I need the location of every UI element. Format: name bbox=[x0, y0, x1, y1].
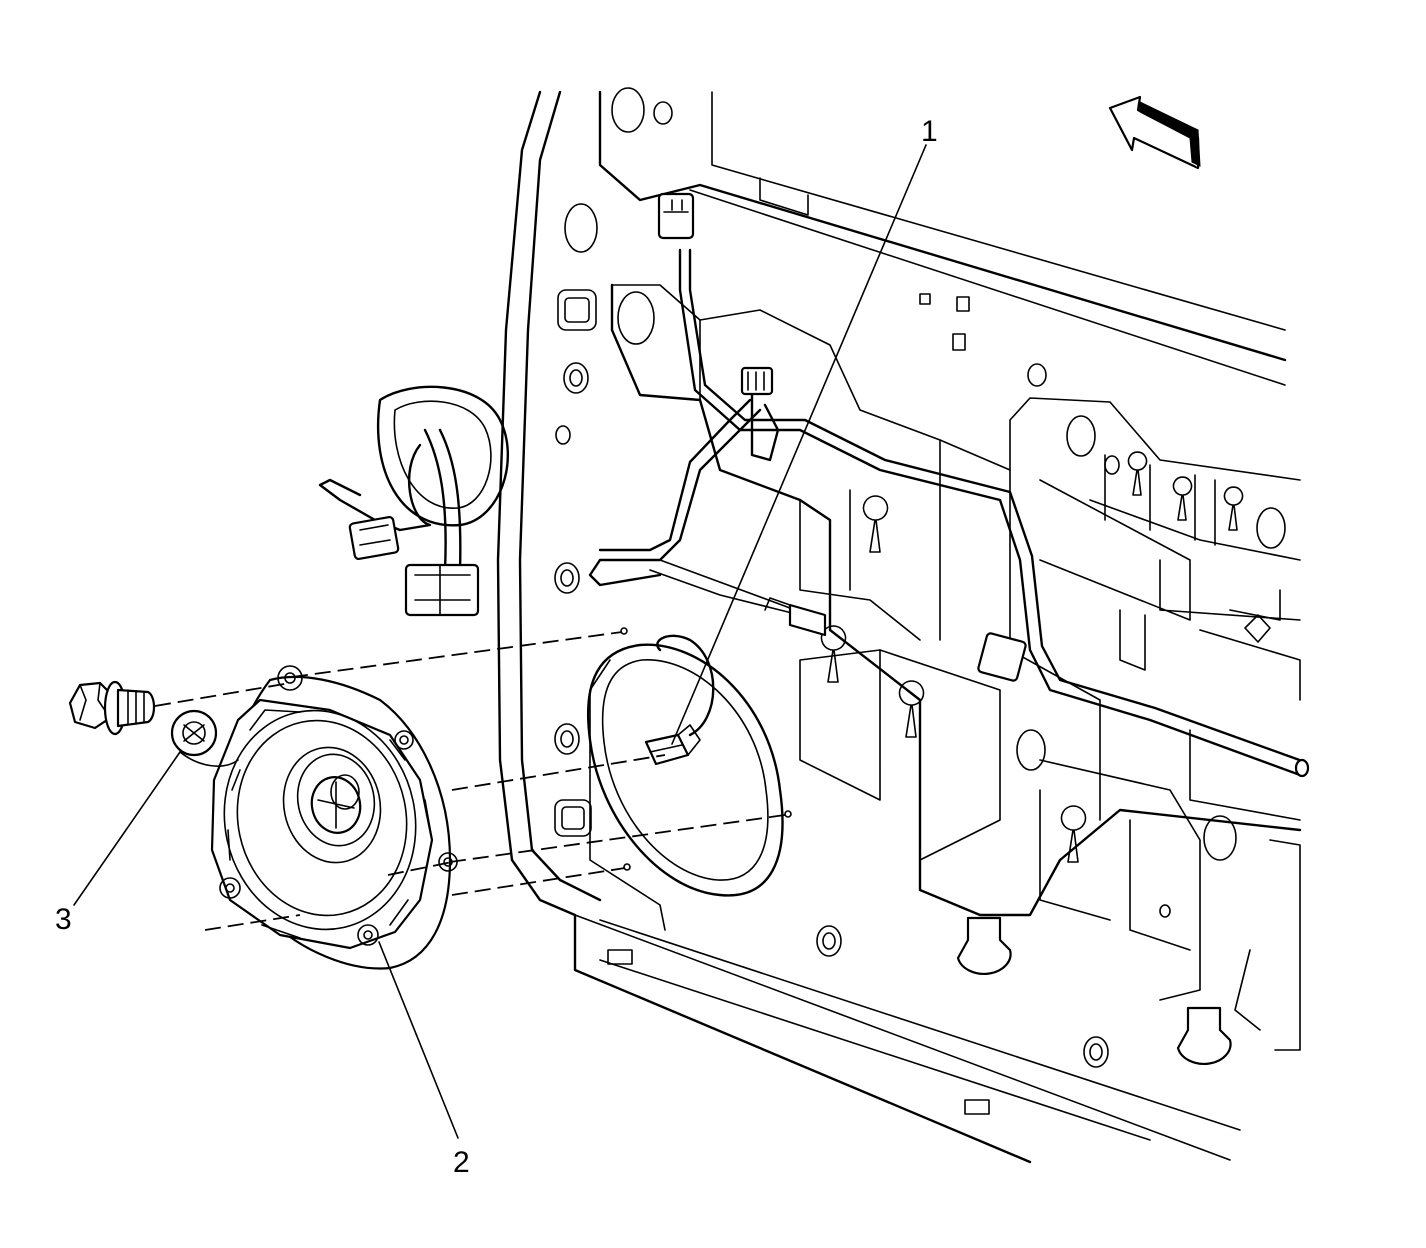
panel-holes bbox=[554, 87, 1286, 1115]
leader-line-3 bbox=[73, 751, 181, 906]
alignment-lines bbox=[154, 627, 792, 931]
leader-line-1 bbox=[671, 144, 927, 745]
leader-line-2 bbox=[378, 941, 459, 1139]
door-wiring-harness bbox=[588, 192, 1310, 778]
speaker-pivot-retainer bbox=[170, 709, 239, 767]
harness-connector-top bbox=[657, 192, 695, 240]
loose-harness-connector-large bbox=[404, 563, 480, 617]
drain-plugs bbox=[956, 916, 1232, 1065]
loose-harness-grommet bbox=[318, 385, 509, 617]
door-inner-panel bbox=[496, 87, 1310, 1164]
door-speaker bbox=[210, 665, 458, 970]
forward-arrow-icon bbox=[1108, 95, 1201, 170]
keyhole-slots bbox=[820, 451, 1244, 863]
harness-connector-right bbox=[977, 632, 1027, 682]
speaker-pigtail-connector bbox=[644, 634, 715, 766]
callout-label-2: 2 bbox=[453, 1146, 470, 1179]
harness-connector-middle bbox=[740, 366, 774, 396]
speaker-bolt bbox=[68, 680, 156, 736]
leader-lines bbox=[73, 144, 927, 1139]
loose-harness-connector-small bbox=[348, 515, 400, 561]
callout-label-1: 1 bbox=[921, 115, 938, 148]
speaker-opening bbox=[586, 643, 784, 931]
callout-label-3: 3 bbox=[55, 903, 72, 936]
